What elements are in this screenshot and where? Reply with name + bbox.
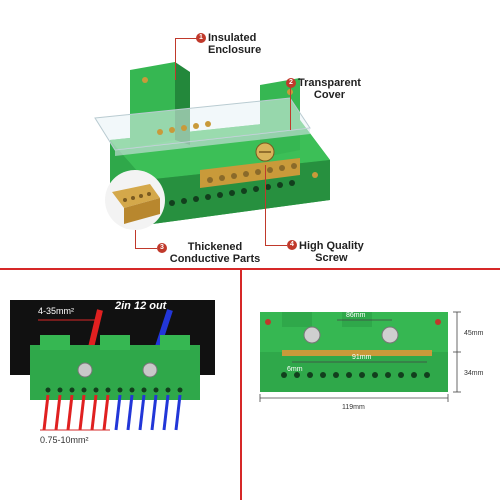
callout-number-3: 3 bbox=[157, 243, 167, 253]
callout-line: Insulated bbox=[208, 32, 257, 44]
product-main-view: 1 Insulated Enclosure 2 Transparent Cove… bbox=[94, 32, 364, 265]
callout-number-1: 1 bbox=[196, 33, 206, 43]
horizontal-divider bbox=[0, 268, 500, 270]
callout-number-4: 4 bbox=[287, 240, 297, 250]
callout-line: High Quality bbox=[299, 240, 364, 252]
wiring-panel: 4-35mm² 2in 12 out 0.75-10mm² bbox=[0, 270, 240, 500]
dimensions-panel: 86mm 91mm 6mm 119mm 45mm 34mm bbox=[242, 270, 500, 500]
vertical-divider bbox=[240, 268, 242, 500]
callout-line: Cover bbox=[313, 89, 346, 101]
callout-transparent-cover: Transparent Cover bbox=[298, 77, 361, 101]
callout-high-quality-screw: High Quality Screw bbox=[299, 240, 364, 264]
callout-insulated-enclosure: Insulated Enclosure bbox=[208, 32, 261, 56]
wiring-illustration bbox=[30, 309, 200, 431]
body-height-label: 34mm bbox=[464, 370, 484, 377]
top-width-label: 86mm bbox=[346, 312, 366, 319]
callout-line: Screw bbox=[315, 252, 348, 264]
callout-thickened-conductive-parts: Thickened Conductive Parts bbox=[160, 241, 270, 265]
input-wire-size-label: 4-35mm² bbox=[38, 306, 75, 316]
terminal-box-illustration bbox=[94, 62, 330, 230]
total-height-label: 45mm bbox=[464, 330, 484, 337]
hole-size-label: 6mm bbox=[287, 366, 303, 373]
callout-number-2: 2 bbox=[286, 78, 296, 88]
callout-line: Conductive Parts bbox=[169, 253, 261, 265]
inner-width-label: 91mm bbox=[352, 354, 372, 361]
io-count-label: 2in 12 out bbox=[115, 300, 167, 312]
callout-line: Thickened bbox=[187, 241, 243, 253]
callout-line: Transparent bbox=[298, 77, 361, 89]
total-length-label: 119mm bbox=[342, 404, 365, 411]
output-wire-size-label: 0.75-10mm² bbox=[40, 435, 89, 445]
callout-line: Enclosure bbox=[208, 44, 262, 56]
dimension-drawing bbox=[259, 311, 461, 402]
